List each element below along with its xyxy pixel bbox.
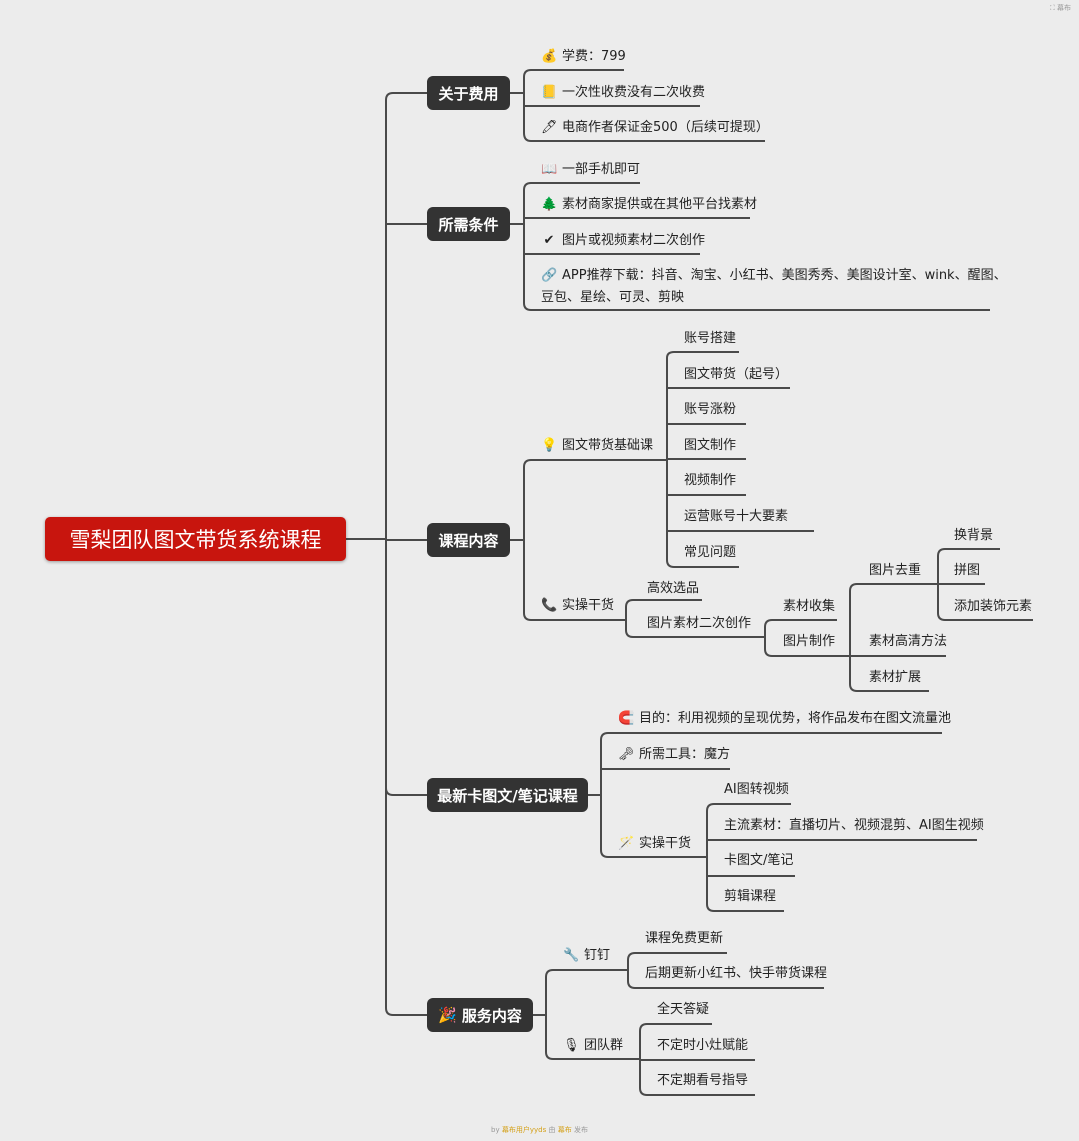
dingding-item[interactable]: 课程免费更新 (645, 931, 724, 946)
req-item-materials[interactable]: 🌲素材商家提供或在其他平台找素材 (541, 197, 758, 212)
fees-item-tuition[interactable]: 💰学费：799 (541, 49, 626, 64)
topic-service[interactable]: 🎉服务内容 (427, 998, 533, 1032)
content-practice[interactable]: 📞实操干货 (541, 598, 615, 613)
basics-item[interactable]: 账号涨粉 (684, 402, 737, 417)
wrench-icon: 🔧 (563, 948, 580, 963)
image-dedupe[interactable]: 图片去重 (869, 563, 922, 578)
basics-item[interactable]: 常见问题 (684, 545, 737, 560)
req-item-apps-cont: 豆包、星绘、可灵、剪映 (541, 290, 685, 305)
basics-item[interactable]: 图文带货（起号） (684, 367, 789, 382)
card-practice-item[interactable]: 主流素材：直播切片、视频混剪、AI图生视频 (724, 818, 984, 833)
image-make[interactable]: 图片制作 (783, 634, 836, 649)
watermark: ⛶ 幕布 (1049, 4, 1071, 12)
topic-card-course[interactable]: 最新卡图文/笔记课程 (427, 778, 588, 812)
footer-author[interactable]: 幕布用户yyds (501, 1126, 547, 1134)
practice-item[interactable]: 高效选品 (647, 581, 700, 596)
topic-service-label: 服务内容 (461, 1006, 522, 1025)
dedupe-item[interactable]: 添加装饰元素 (954, 599, 1033, 614)
topic-requirements-label: 所需条件 (438, 215, 499, 234)
card-practice-item[interactable]: AI图转视频 (724, 782, 789, 797)
card-goal[interactable]: 🧲目的：利用视频的呈现优势，将作品发布在图文流量池 (618, 711, 952, 726)
group-item[interactable]: 不定时小灶赋能 (657, 1038, 749, 1053)
magic-wand-icon: 🪄 (618, 836, 635, 851)
topic-fees[interactable]: 关于费用 (427, 76, 510, 110)
topic-content-label: 课程内容 (438, 531, 499, 550)
fees-item-onetime[interactable]: 📒一次性收费没有二次收费 (541, 85, 706, 100)
footer-app[interactable]: 幕布 (557, 1126, 572, 1134)
card-practice-item[interactable]: 卡图文/笔记 (724, 853, 794, 868)
material-expand[interactable]: 素材扩展 (869, 670, 922, 685)
basics-item[interactable]: 视频制作 (684, 473, 737, 488)
root-topic[interactable]: 雪梨团队图文带货系统课程 (45, 517, 346, 561)
group-item[interactable]: 全天答疑 (657, 1002, 710, 1017)
hd-method[interactable]: 素材高清方法 (869, 634, 948, 649)
lightbulb-icon: 💡 (541, 438, 558, 453)
material-collect[interactable]: 素材收集 (783, 599, 836, 614)
microphone-icon: 🎙 (563, 1038, 580, 1053)
service-group[interactable]: 🎙团队群 (563, 1038, 624, 1053)
topic-requirements[interactable]: 所需条件 (427, 207, 510, 241)
card-tool[interactable]: 🗝所需工具：魔方 (618, 747, 731, 762)
magnet-icon: 🧲 (618, 711, 635, 726)
money-bag-icon: 💰 (541, 49, 558, 64)
service-dingding[interactable]: 🔧钉钉 (563, 948, 611, 963)
basics-item[interactable]: 运营账号十大要素 (684, 509, 789, 524)
check-icon: ✔ (543, 233, 555, 248)
content-basics[interactable]: 💡图文带货基础课 (541, 438, 654, 453)
basics-item[interactable]: 图文制作 (684, 438, 737, 453)
req-item-recreate[interactable]: ✔图片或视频素材二次创作 (541, 232, 705, 250)
topic-card-course-label: 最新卡图文/笔记课程 (437, 786, 578, 805)
root-topic-label: 雪梨团队图文带货系统课程 (69, 528, 322, 552)
dedupe-item[interactable]: 换背景 (954, 528, 994, 543)
practice-item[interactable]: 图片素材二次创作 (647, 616, 752, 631)
group-item[interactable]: 不定期看号指导 (657, 1073, 749, 1088)
tree-icon: 🌲 (541, 197, 558, 212)
req-item-phone[interactable]: 📖一部手机即可 (541, 162, 641, 177)
dingding-item[interactable]: 后期更新小红书、快手带货课程 (645, 966, 828, 981)
pen-icon: 🖊 (541, 120, 558, 135)
card-practice[interactable]: 🪄实操干货 (618, 836, 692, 851)
key-icon: 🗝 (618, 747, 635, 762)
topic-fees-label: 关于费用 (438, 84, 499, 103)
party-icon: 🎉 (438, 1006, 457, 1024)
card-practice-item[interactable]: 剪辑课程 (724, 889, 777, 904)
basics-item[interactable]: 账号搭建 (684, 331, 737, 346)
phone-icon: 📞 (541, 598, 558, 613)
notepad-icon: 📒 (541, 85, 558, 100)
req-item-apps[interactable]: 🔗APP推荐下载：抖音、淘宝、小红书、美图秀秀、美图设计室、wink、醒图、 (541, 268, 1007, 283)
book-icon: 📖 (541, 162, 558, 177)
link-icon: 🔗 (541, 268, 558, 283)
dedupe-item[interactable]: 拼图 (954, 563, 981, 578)
footer-credit: by 幕布用户yyds 由 幕布 发布 (491, 1126, 588, 1134)
topic-content[interactable]: 课程内容 (427, 523, 510, 557)
fees-item-deposit[interactable]: 🖊电商作者保证金500（后续可提现） (541, 120, 769, 135)
